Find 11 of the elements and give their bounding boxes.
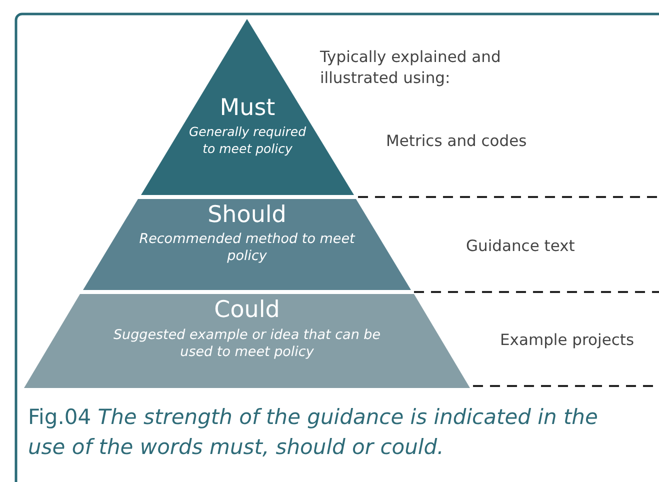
tier-heading: Should <box>206 202 288 228</box>
tier-description: Suggested example or idea that can be used to meet policy <box>112 327 382 361</box>
tier-description: Recommended method to meet policy <box>138 231 356 265</box>
tier-description: Generally required to meet policy <box>188 123 308 157</box>
column-heading: Typically explained and illustrated using: <box>320 47 502 89</box>
guidance-type-label: Guidance text <box>466 236 576 257</box>
tier-heading: Must <box>218 95 276 121</box>
guidance-type-label: Metrics and codes <box>386 131 528 152</box>
guidance-type-label: Example projects <box>500 330 636 351</box>
figure-caption: Fig.04 The strength of the guidance is indicated in the use of the words must, should or could. <box>28 404 599 461</box>
tier-heading: Could <box>213 297 281 323</box>
